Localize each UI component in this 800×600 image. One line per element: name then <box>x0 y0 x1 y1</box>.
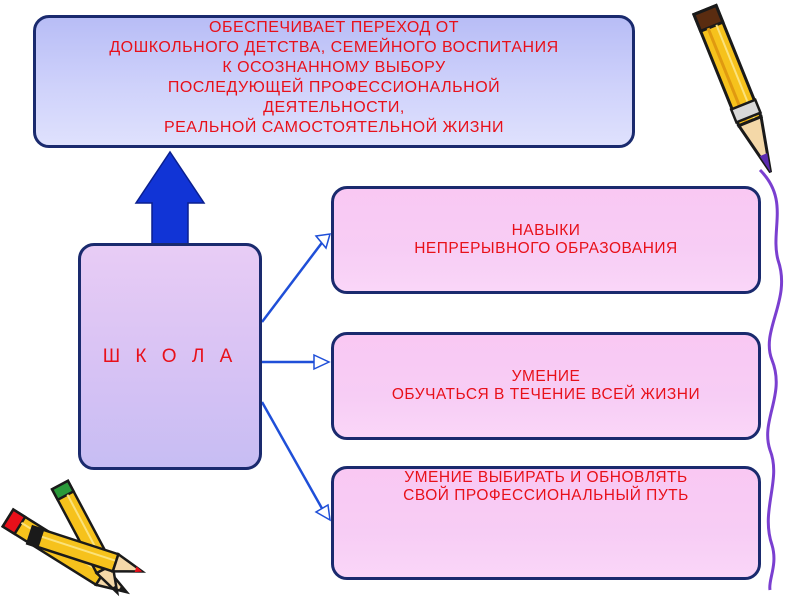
career-path-line: УМЕНИЕ ВЫБИРАТЬ И ОБНОВЛЯТЬ <box>404 469 688 486</box>
goal-line: ОБЕСПЕЧИВАЕТ ПЕРЕХОД ОТ <box>209 19 459 36</box>
pencil-icon <box>691 3 773 174</box>
pencils-icon <box>0 479 147 597</box>
goal-line: ПОСЛЕДУЮЩЕЙ ПРОФЕССИОНАЛЬНОЙ <box>167 79 501 96</box>
connector-to-learning <box>262 353 331 371</box>
squiggle-decoration <box>758 168 784 591</box>
goal-line: ДЕЯТЕЛЬНОСТИ, <box>263 99 405 116</box>
goal-line: ДОШКОЛЬНОГО ДЕТСТВА, СЕМЕЙНОГО ВОСПИТАНИ… <box>109 39 559 56</box>
school-box: Ш К О Л А <box>78 243 262 470</box>
skills-line: НАВЫКИ <box>511 222 581 239</box>
goal-line: РЕАЛЬНОЙ САМОСТОЯТЕЛЬНОЙ ЖИЗНИ <box>163 119 505 136</box>
skills-line: НЕПРЕРЫВНОГО ОБРАЗОВАНИЯ <box>414 240 678 257</box>
goal-box: ОБЕСПЕЧИВАЕТ ПЕРЕХОД ОТ ДОШКОЛЬНОГО ДЕТС… <box>33 15 635 148</box>
learning-box: УМЕНИЕ ОБУЧАТЬСЯ В ТЕЧЕНИЕ ВСЕЙ ЖИЗНИ <box>331 332 761 440</box>
connector-to-skills <box>261 233 332 323</box>
learning-line: ОБУЧАТЬСЯ В ТЕЧЕНИЕ ВСЕЙ ЖИЗНИ <box>391 386 701 403</box>
career-path-box: УМЕНИЕ ВЫБИРАТЬ И ОБНОВЛЯТЬ СВОЙ ПРОФЕСС… <box>331 466 761 580</box>
learning-line: УМЕНИЕ <box>511 368 581 385</box>
connector-to-choosing <box>260 401 331 522</box>
goal-line: К ОСОЗНАННОМУ ВЫБОРУ <box>222 59 446 76</box>
career-path-line: СВОЙ ПРОФЕССИОНАЛЬНЫЙ ПУТЬ <box>403 487 689 504</box>
up-arrow-icon <box>134 150 206 245</box>
skills-box: НАВЫКИ НЕПРЕРЫВНОГО ОБРАЗОВАНИЯ <box>331 186 761 294</box>
school-label: Ш К О Л А <box>102 345 238 367</box>
